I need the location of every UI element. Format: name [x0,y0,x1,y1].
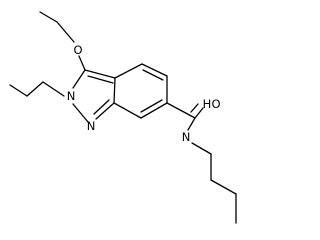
bond-c6-c7 [140,102,168,119]
bond-carbonyl-c-o [194,107,204,119]
bond-n2-propyl-c1 [42,81,65,97]
bond-n1-c7a [95,102,115,120]
carbonyl-oxygen-label: O [211,97,220,111]
bond-c7-c7a [113,102,142,119]
bond-butyl-c2-c3 [210,179,237,195]
bond-c3-n2 [72,69,86,89]
ether-oxygen-label: O [73,43,82,57]
bond-n-butyl-c1 [191,142,212,155]
bond-c4-c5 [141,63,168,77]
bond-c6-carbonyl-c [166,102,196,119]
bond-ethyl-ch2-o [56,21,75,43]
bond-o-c3 [78,55,86,71]
bond-propyl-c2-c3 [9,84,28,97]
bond-propyl-c1-c2 [26,81,44,97]
amide-nitrogen-label: N [182,130,191,144]
bond-carbonyl-c-n [187,117,196,131]
amide-hydrogen-label: H [203,97,212,111]
bond-c3-c3a-double [87,75,114,84]
bond-n1-c7a-double [93,99,110,115]
n1-nitrogen-label: N [87,119,96,133]
bond-ethyl-ch3-ch2 [39,11,58,23]
n2-nitrogen-label: N [67,89,76,103]
structure-diagram: O N N O H N [9,11,237,224]
bond-c3a-c7a [113,77,116,104]
bond-c3-c3a [84,69,116,79]
bond-n2-n1 [72,103,89,123]
bond-c4-c5-double [142,69,164,81]
bond-c3a-c4 [114,63,143,79]
bond-carbonyl-c-o-double [190,103,199,113]
bond-c6-c7-double [140,99,163,113]
